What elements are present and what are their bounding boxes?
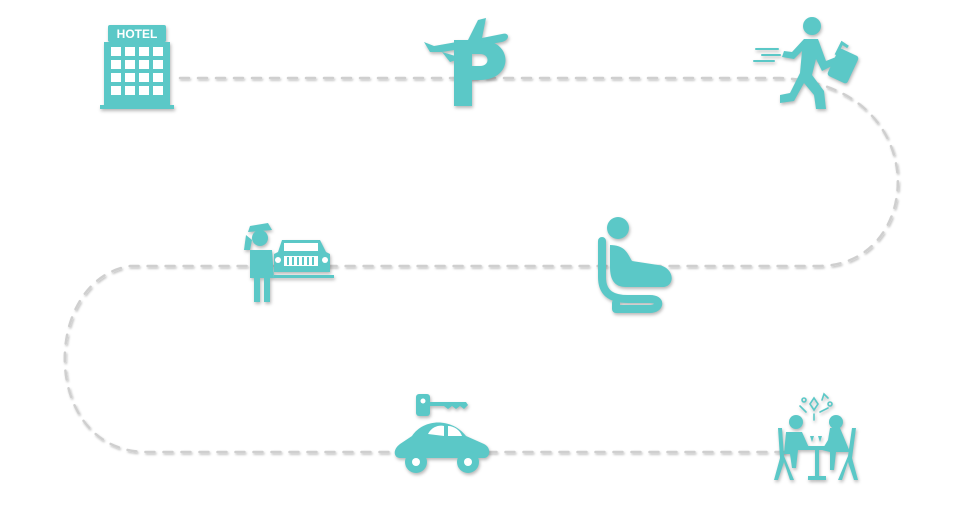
car-key-icon [394, 394, 490, 473]
lounge-seat-icon [598, 217, 672, 313]
chauffeur-car-icon [244, 223, 334, 302]
running-traveler-icon [753, 17, 859, 109]
airport-parking-icon [424, 18, 508, 106]
hotel-building-icon: HOTEL [100, 25, 174, 109]
route-path [63, 76, 900, 454]
dining-couple-icon [774, 392, 858, 480]
hotel-sign-text: HOTEL [117, 27, 158, 41]
